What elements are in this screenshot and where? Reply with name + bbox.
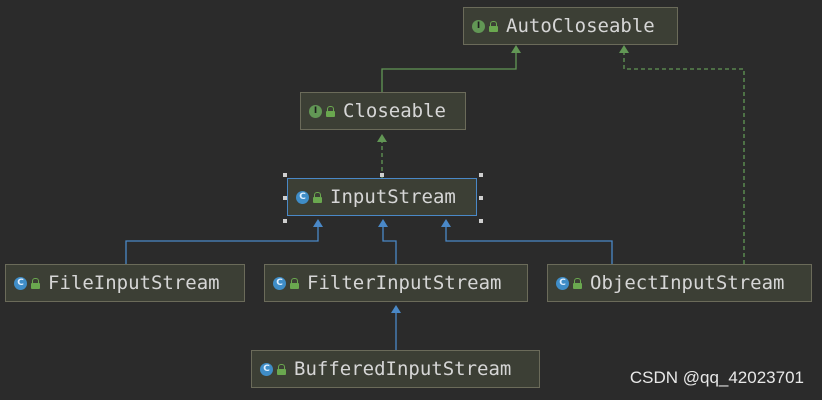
lock-icon [489,20,498,32]
arrowhead-green [377,134,387,142]
class-icon: C [14,276,27,290]
selection-handle[interactable] [479,173,483,177]
lock-icon [290,277,299,289]
watermark: CSDN @qq_42023701 [629,368,804,387]
arrowhead-green [619,45,629,53]
arrowhead-blue [378,219,388,227]
node-closeable[interactable]: I Closeable [300,92,466,130]
node-objectinputstream[interactable]: C ObjectInputStream [547,264,812,302]
selection-handle[interactable] [283,219,287,223]
lock-icon [31,277,40,289]
arrowhead-blue [441,219,451,227]
node-label: Closeable [343,100,446,122]
edge-filterinputstream-to-inputstream [382,225,397,264]
lock-icon [573,277,582,289]
node-label: ObjectInputStream [590,272,785,294]
selection-handle[interactable] [283,196,287,200]
edge-objectinputstream-to-inputstream [445,225,613,264]
node-bufferedinputstream[interactable]: C BufferedInputStream [251,350,540,388]
node-fileinputstream[interactable]: C FileInputStream [5,264,245,302]
class-icon: C [556,276,569,290]
edge-fileinputstream-to-inputstream [125,225,319,264]
selection-handle[interactable] [283,173,287,177]
class-icon: C [296,190,309,204]
node-label: InputStream [330,186,456,208]
node-label: BufferedInputStream [294,358,512,380]
arrowhead-green [511,45,521,53]
node-label: FilterInputStream [307,272,502,294]
interface-icon: I [472,19,485,33]
selection-handle[interactable] [479,219,483,223]
edge-closeable-to-autocloseable [381,52,517,92]
node-label: FileInputStream [48,272,220,294]
lock-icon [313,191,322,203]
selection-handle[interactable] [479,196,483,200]
class-icon: C [273,276,286,290]
arrowhead-blue [391,305,401,313]
lock-icon [277,363,286,375]
node-filterinputstream[interactable]: C FilterInputStream [264,264,528,302]
arrowhead-blue [313,219,323,227]
class-icon: C [260,362,273,376]
node-autocloseable[interactable]: I AutoCloseable [463,7,678,45]
edge-objectinputstream-to-autocloseable [623,52,745,264]
node-label: AutoCloseable [506,15,655,37]
interface-icon: I [309,104,322,118]
node-inputstream[interactable]: C InputStream [287,178,477,216]
lock-icon [326,105,335,117]
selection-handle[interactable] [380,173,384,177]
